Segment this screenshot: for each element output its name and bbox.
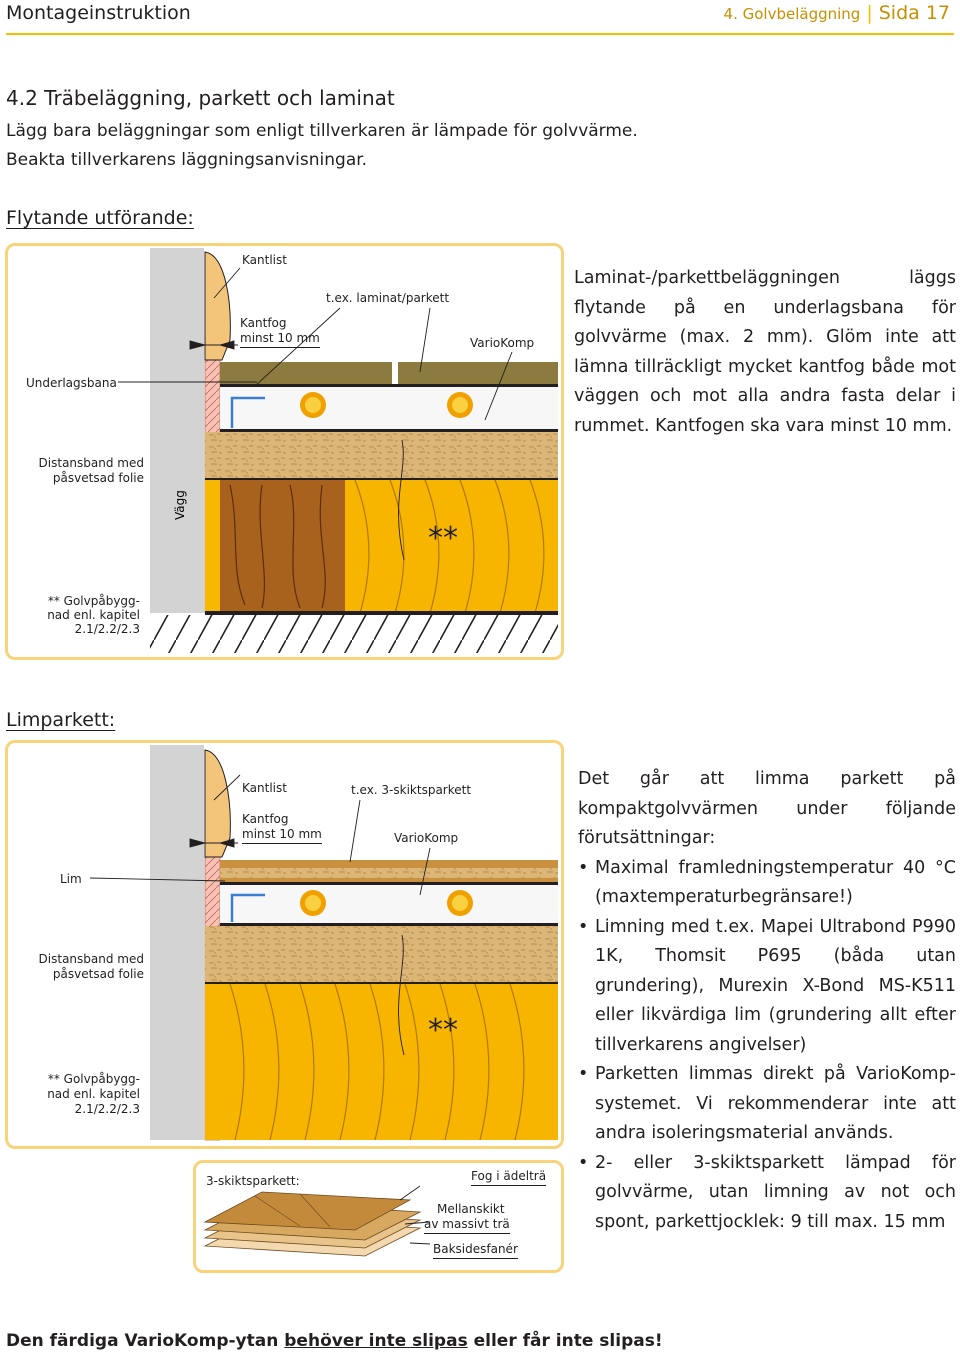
glued-intro: Det går att limma parkett på kompaktgolv… — [578, 769, 956, 848]
three-layer-parquet-illustration — [203, 1191, 422, 1257]
label-underlagsbana: Underlagsbana — [26, 376, 117, 390]
variokomp-layer — [220, 885, 558, 923]
stars-marker: ** — [428, 1013, 458, 1048]
osb-board — [205, 926, 558, 982]
label-mellanskikt-1: Mellanskikt — [437, 1202, 505, 1216]
variokomp-layer — [220, 387, 558, 429]
label-fog-adeltra: Fog i ädelträ — [471, 1168, 547, 1186]
label-golvpabyggnad-2: nad enl. kapitel — [47, 608, 140, 622]
footer-pre: Den färdiga VarioKomp-ytan — [6, 1331, 285, 1351]
label-3-skiktsparkett-detail: 3-skiktsparkett: — [206, 1174, 300, 1188]
bullet-temperature: Maximal framledningstemperatur 40 °C (ma… — [578, 854, 956, 913]
bullet-adhesive: Limning med t.ex. Mapei Ultrabond P990 1… — [578, 913, 956, 1061]
subfloor-concrete — [150, 615, 558, 653]
label-kantfog-min: minst 10 mm — [242, 826, 322, 844]
header-page-info: 4. Golvbeläggning |Sida 17 — [724, 2, 950, 24]
glued-heading: Limparkett: — [6, 709, 116, 731]
osb-board — [205, 432, 558, 478]
label-distansband-1: Distansband med — [38, 952, 144, 966]
header-page-number: Sida 17 — [878, 2, 950, 24]
laminate-board-2 — [398, 362, 558, 384]
underlay-sheet — [220, 384, 558, 387]
intro-line-1: Lägg bara beläggningar som enligt tillve… — [6, 121, 638, 141]
section-title: 4.2 Träbeläggning, parkett och laminat — [6, 86, 395, 110]
parquet-top-layer — [220, 860, 558, 868]
header-document-title: Montageinstruktion — [6, 2, 191, 24]
label-3-skiktsparkett: t.ex. 3-skiktsparkett — [351, 783, 472, 797]
stars-marker: ** — [428, 521, 458, 556]
label-kantfog-min: minst 10 mm — [240, 330, 320, 348]
label-golvpabyggnad-1: ** Golvpåbygg- — [47, 594, 140, 608]
wall — [150, 248, 204, 613]
label-golvpabyggnad-1: ** Golvpåbygg- — [47, 1072, 140, 1086]
header-separator: | — [866, 2, 873, 24]
label-kantlist: Kantlist — [242, 253, 287, 267]
label-kantfog: Kantfog — [242, 812, 289, 826]
bullet-parquet-type: 2- eller 3-skiktsparkett lämpad för golv… — [578, 1149, 956, 1238]
insulation-layer — [345, 480, 558, 613]
footer-post: eller får inte slipas! — [467, 1331, 663, 1351]
laminate-board — [220, 362, 392, 384]
wall — [150, 745, 204, 1140]
label-kantfog: Kantfog — [240, 316, 287, 330]
insulation-layer — [205, 984, 558, 1140]
floating-floor-section-diagram: Vägg ** — [118, 248, 558, 653]
header-section: 4. Golvbeläggning — [723, 5, 861, 23]
insulation-edge — [205, 480, 220, 613]
label-kantlist: Kantlist — [242, 781, 287, 795]
timber-joist — [220, 480, 345, 613]
label-variokomp: VarioKomp — [470, 336, 535, 350]
label-distansband-2: påsvetsad folie — [52, 967, 144, 981]
label-golvpabyggnad-3: 2.1/2.2/2.3 — [74, 1102, 140, 1116]
label-laminat: t.ex. laminat/parkett — [326, 291, 450, 305]
bullet-direct-gluing: Parketten limmas direkt på VarioKomp-sys… — [578, 1060, 956, 1149]
label-mellanskikt-2: av massivt trä — [424, 1216, 510, 1234]
distance-tape-foil — [230, 396, 265, 428]
glued-description: Det går att limma parkett på kompaktgolv… — [578, 765, 956, 1237]
intro-line-2: Beakta tillverkarens läggningsanvisninga… — [6, 150, 368, 170]
label-baksidesfaner: Baksidesfanér — [433, 1241, 518, 1259]
glued-floor-section-diagram: ** — [89, 745, 558, 1257]
label-distansband-2: påsvetsad folie — [52, 471, 144, 485]
footer-underlined: behöver inte slipas — [284, 1331, 468, 1351]
header-rule — [6, 33, 954, 35]
glue-layer — [220, 882, 558, 885]
label-golvpabyggnad-2: nad enl. kapitel — [47, 1087, 140, 1101]
distance-tape-foil — [230, 893, 265, 922]
floating-description: Laminat-/parkettbeläggningen läggs flyta… — [574, 268, 956, 436]
floating-heading: Flytande utförande: — [6, 207, 194, 229]
label-distansband-1: Distansband med — [38, 456, 144, 470]
label-variokomp: VarioKomp — [394, 831, 459, 845]
label-golvpabyggnad-3: 2.1/2.2/2.3 — [74, 622, 140, 636]
wall-label: Vägg — [173, 490, 187, 520]
label-lim: Lim — [60, 872, 82, 886]
footer-note: Den färdiga VarioKomp-ytan behöver inte … — [6, 1331, 663, 1351]
